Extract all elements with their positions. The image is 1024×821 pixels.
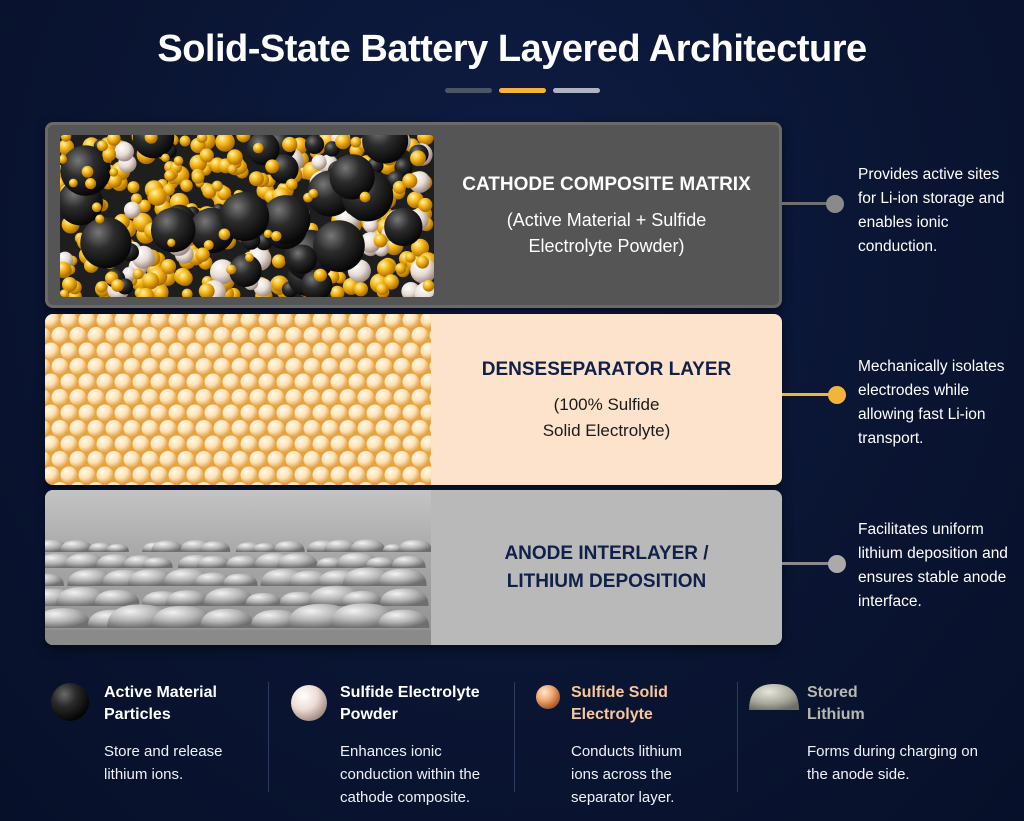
- title-accent-bars: [445, 88, 605, 94]
- anode-layer-panel: ANODE INTERLAYER / LITHIUM DEPOSITION: [45, 490, 782, 645]
- anode-text-block: ANODE INTERLAYER / LITHIUM DEPOSITION: [431, 490, 782, 645]
- diagram-title: Solid-State Battery Layered Architecture: [157, 28, 867, 70]
- legend-name-line2: Powder: [340, 706, 398, 723]
- legend-name-line2: Lithium: [807, 706, 865, 723]
- separator-connector-dot: [828, 386, 846, 404]
- anode-title: ANODE INTERLAYER / LITHIUM DEPOSITION: [504, 540, 708, 596]
- legend-divider: [514, 682, 515, 792]
- cathode-text-block: CATHODE COMPOSITE MATRIX (Active Materia…: [434, 125, 779, 305]
- accent-bar-yellow: [499, 88, 546, 93]
- separator-subtitle-line1: (100% Sulfide: [553, 394, 660, 414]
- legend-desc-sulfide-powder: Enhances ionic conduction within the cat…: [340, 743, 481, 806]
- white-sphere-icon: [291, 685, 327, 721]
- legend-divider: [268, 682, 269, 792]
- legend-item-active-material: Active Material Particles Store and rele…: [50, 682, 260, 812]
- cathode-description: Provides active sites for Li-ion storage…: [858, 166, 1005, 255]
- cathode-connector-line: [782, 202, 830, 205]
- separator-subtitle: (100% Sulfide Solid Electrolyte): [543, 392, 671, 444]
- legend-name-line1: Sulfide Electrolyte: [340, 684, 480, 701]
- anode-connector-line: [782, 562, 830, 565]
- accent-bar-gray: [445, 88, 492, 93]
- legend-name-line1: Sulfide Solid: [571, 684, 668, 701]
- legend-desc-sulfide-solid: Conducts lithium ions across the separat…: [571, 743, 682, 806]
- cathode-connector-dot: [826, 195, 844, 213]
- separator-subtitle-line2: Solid Electrolyte): [542, 420, 671, 440]
- legend-name-stored-lithium: Stored Lithium: [807, 682, 865, 726]
- separator-layer-panel: DENSESEPARATOR LAYER (100% Sulfide Solid…: [45, 314, 782, 485]
- separator-connector-line: [782, 393, 832, 396]
- anode-title-line2: LITHIUM DEPOSITION: [506, 570, 707, 592]
- legend-desc-stored-lithium: Forms during charging on the anode side.: [807, 743, 978, 783]
- cathode-subtitle-line2: Electrolyte Powder): [528, 236, 685, 256]
- anode-connector-dot: [828, 555, 846, 573]
- legend-desc-active-material: Store and release lithium ions.: [104, 743, 223, 783]
- separator-title: DENSESEPARATOR LAYER: [481, 358, 732, 380]
- gray-dome-icon: [749, 684, 799, 710]
- cathode-title: CATHODE COMPOSITE MATRIX: [462, 174, 751, 195]
- accent-bar-silver: [553, 88, 600, 93]
- anode-description: Facilitates uniform lithium deposition a…: [858, 521, 1008, 610]
- legend-divider: [737, 682, 738, 792]
- cathode-layer-panel: CATHODE COMPOSITE MATRIX (Active Materia…: [45, 122, 782, 308]
- legend-name-sulfide-powder: Sulfide Electrolyte Powder: [340, 682, 480, 726]
- anode-title-line1: ANODE INTERLAYER /: [504, 542, 709, 564]
- separator-particles-illustration: [45, 314, 431, 485]
- legend-item-stored-lithium: Stored Lithium Forms during charging on …: [747, 682, 997, 812]
- cathode-subtitle-line1: (Active Material + Sulfide: [506, 210, 707, 230]
- legend-item-sulfide-powder: Sulfide Electrolyte Powder Enhances ioni…: [290, 682, 505, 812]
- black-sphere-icon: [51, 683, 89, 721]
- legend-name-line2: Particles: [104, 706, 171, 723]
- legend-name-active-material: Active Material Particles: [104, 682, 217, 726]
- legend-name-sulfide-solid: Sulfide Solid Electrolyte: [571, 682, 668, 726]
- cathode-subtitle: (Active Material + Sulfide Electrolyte P…: [507, 207, 707, 259]
- legend-name-line2: Electrolyte: [571, 706, 653, 723]
- cathode-particles-illustration: [60, 135, 434, 297]
- separator-description: Mechanically isolates electrodes while a…: [858, 358, 1005, 447]
- separator-text-block: DENSESEPARATOR LAYER (100% Sulfide Solid…: [431, 314, 782, 485]
- legend-name-line1: Active Material: [104, 684, 217, 701]
- legend-item-sulfide-solid: Sulfide Solid Electrolyte Conducts lithi…: [535, 682, 725, 812]
- legend-name-line1: Stored: [807, 684, 858, 701]
- anode-lithium-illustration: [45, 490, 431, 645]
- peach-sphere-icon: [536, 685, 560, 709]
